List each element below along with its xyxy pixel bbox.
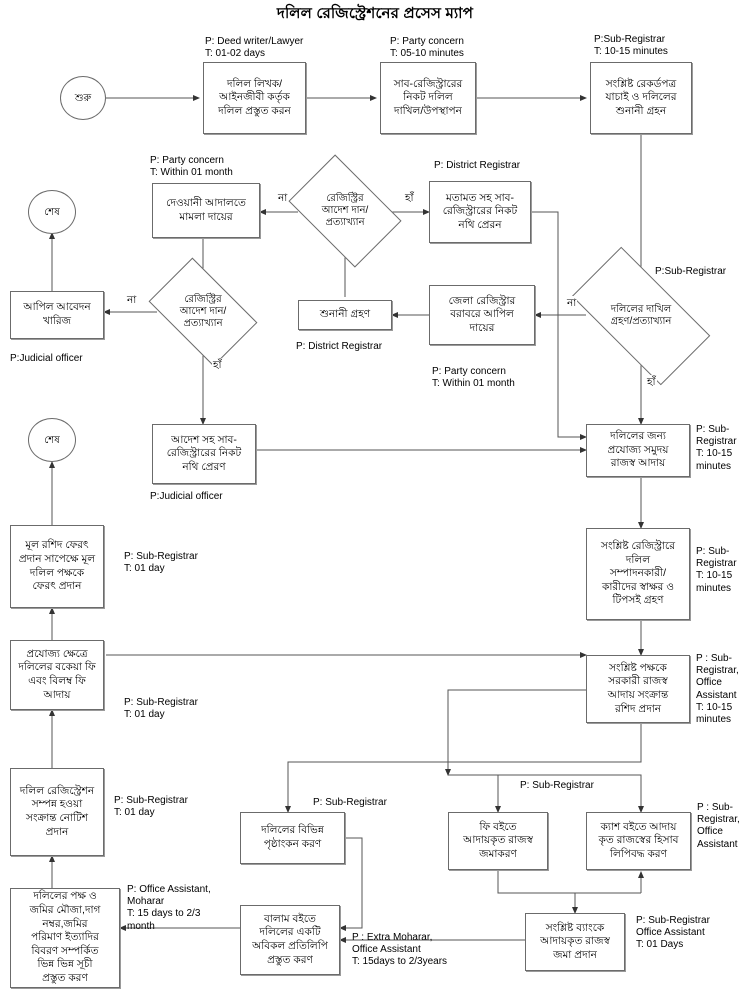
process-appeal-rejected[interactable]: আপিল আবেদন খারিজ — [10, 291, 104, 339]
decision-deed-submission-label: দলিলের দাখিল গ্রহণ/প্রত্যাখ্যান — [610, 303, 672, 327]
branch-label-reg2-yes: হাঁ — [212, 358, 223, 375]
process-collect-arrear-and-late-fee[interactable]: প্রযোজ্য ক্ষেত্রে দলিলের বকেয়া ফি এবং ব… — [10, 640, 104, 710]
note-file-case-civil-court: P: Party concern T: Within 01 month — [150, 155, 233, 179]
branch-label-reg2-no: না — [126, 293, 138, 310]
process-issue-revenue-receipt[interactable]: সংশ্লিষ্ট পক্ষকে সরকারী রাজস্ব আদায় সংক… — [586, 655, 690, 723]
note-record-verification-hearing: P:Sub-Registrar T: 10-15 minutes — [594, 34, 668, 58]
process-signature-thumbprint[interactable]: সংশ্লিষ্ট রেজিস্ট্রারে দলিল সম্পাদনকারী/… — [586, 528, 690, 620]
note-cash-book-entry: P : Sub- Registrar, Office Assistant — [697, 802, 740, 850]
process-prepare-indexes-label: দলিলের পক্ষ ও জমির মৌজা,দাগ নম্বর,জমির প… — [29, 890, 101, 985]
process-hearing-reception-label: শুনানী গ্রহণ — [319, 308, 371, 321]
process-bank-deposit-label: সংশ্লিষ্ট ব্যাংকে আদায়কৃত রাজস্ব জমা প্… — [540, 921, 610, 961]
process-hearing-reception[interactable]: শুনানী গ্রহণ — [298, 300, 392, 330]
note-appeal-to-district-registrar: P: Party concern T: Within 01 month — [432, 366, 515, 390]
note-fee-book-entry: P: Sub-Registrar — [520, 780, 594, 791]
page-title: দলিল রেজিস্ট্রেশনের প্রসেস ম্যাপ — [276, 5, 474, 22]
branch-label-submission-yes: হাঁ — [646, 375, 657, 392]
process-registration-complete-notice-label: দলিল রেজিস্ট্রেশন সম্পন্ন হওয়া সংক্রান্… — [19, 784, 95, 838]
process-return-original-deed-label: মূল রশিদ ফেরৎ প্রদান সাপেক্ষে মূল দলিল প… — [18, 539, 96, 593]
process-send-file-with-order[interactable]: আদেশ সহ সাব- রেজিস্ট্রারের নিকট নথি প্রে… — [152, 424, 256, 484]
decision-registry-order-2-label: রেজিস্ট্রির আদেশ দান/ প্রত্যাখ্যান — [179, 293, 227, 330]
process-cash-book-entry[interactable]: ক্যাশ বইতে আদায় কৃত রাজস্বের হিসাব লিপি… — [586, 812, 691, 870]
note-appeal-rejected: P:Judicial officer — [10, 353, 83, 364]
process-submit-to-subregistrar[interactable]: সাব-রেজিস্ট্রারের নিকট দলিল দাখিল/উপস্থা… — [380, 62, 476, 134]
process-record-verification-hearing[interactable]: সংশ্লিষ্ট রেকর্ডপত্র যাচাই ও দলিলের শুনা… — [590, 62, 692, 134]
note-deed-preparation: P: Deed writer/Lawyer T: 01-02 days — [205, 36, 304, 60]
note-collect-applicable-revenue: P: Sub- Registrar T: 10-15 minutes — [696, 424, 737, 472]
decision-registry-order-2[interactable]: রেজিস্ট্রির আদেশ দান/ প্রত্যাখ্যান — [148, 257, 258, 367]
branch-label-submission-no: না — [566, 296, 578, 313]
note-return-original-deed: P: Sub-Registrar T: 01 day — [124, 551, 198, 575]
process-issue-revenue-receipt-label: সংশ্লিষ্ট পক্ষকে সরকারী রাজস্ব আদায় সংক… — [607, 661, 669, 715]
process-fee-book-entry[interactable]: ফি বইতে আদায়কৃত রাজস্ব জমাকরণ — [448, 812, 548, 870]
process-submit-to-subregistrar-label: সাব-রেজিস্ট্রারের নিকট দলিল দাখিল/উপস্থা… — [393, 77, 463, 117]
branch-label-reg1-yes: হাঁ — [404, 191, 415, 208]
process-collect-applicable-revenue[interactable]: দলিলের জন্য প্রযোজ্য সমুদয় রাজস্ব আদায় — [586, 424, 690, 477]
terminator-end-top[interactable]: শেষ — [28, 190, 76, 234]
process-appeal-to-district-registrar[interactable]: জেলা রেজিস্ট্রার বরাবরে আপিল দায়ের — [429, 285, 535, 345]
terminator-start-label: শুরু — [74, 92, 92, 104]
terminator-end-middle[interactable]: শেষ — [28, 418, 76, 462]
decision-registry-order-1[interactable]: রেজিস্ট্রির আদেশ দান/ প্রত্যাখ্যান — [288, 154, 402, 268]
note-issue-revenue-receipt: P : Sub- Registrar, Office Assistant T: … — [696, 653, 739, 725]
process-deed-endorsements-label: দলিলের বিভিন্ন পৃষ্ঠাংকন করণ — [261, 824, 324, 850]
terminator-end-top-label: শেষ — [44, 206, 60, 218]
process-send-file-with-order-label: আদেশ সহ সাব- রেজিস্ট্রারের নিকট নথি প্রে… — [166, 433, 242, 473]
process-collect-arrear-and-late-fee-label: প্রযোজ্য ক্ষেত্রে দলিলের বকেয়া ফি এবং ব… — [18, 647, 96, 701]
terminator-end-middle-label: শেষ — [44, 434, 60, 446]
note-balam-book-copy: P : Extra Moharar, Office Assistant T: 1… — [352, 932, 448, 968]
note-hearing-reception: P: District Registrar — [296, 341, 383, 352]
note-bank-deposit: P: Sub-Registrar Office Assistant T: 01 … — [636, 915, 710, 951]
process-balam-book-copy[interactable]: বালাম বইতে দলিলের একটি অবিকল প্রতিলিপি প… — [240, 905, 340, 975]
terminator-start[interactable]: শুরু — [60, 76, 106, 120]
process-deed-preparation[interactable]: দলিল লিখক/ আইনজীবী কর্তৃক দলিল প্রস্তুত … — [203, 62, 306, 134]
process-prepare-indexes[interactable]: দলিলের পক্ষ ও জমির মৌজা,দাগ নম্বর,জমির প… — [10, 888, 120, 988]
note-collect-arrear-and-late-fee: P: Sub-Registrar T: 01 day — [124, 697, 198, 721]
note-registration-complete-notice: P: Sub-Registrar T: 01 day — [114, 795, 188, 819]
process-collect-applicable-revenue-label: দলিলের জন্য প্রযোজ্য সমুদয় রাজস্ব আদায় — [607, 430, 669, 470]
process-appeal-to-district-registrar-label: জেলা রেজিস্ট্রার বরাবরে আপিল দায়ের — [448, 294, 516, 334]
process-record-verification-hearing-label: সংশ্লিষ্ট রেকর্ডপত্র যাচাই ও দলিলের শুনা… — [605, 77, 677, 117]
process-registration-complete-notice[interactable]: দলিল রেজিস্ট্রেশন সম্পন্ন হওয়া সংক্রান্… — [10, 768, 104, 856]
process-appeal-rejected-label: আপিল আবেদন খারিজ — [23, 301, 91, 327]
process-balam-book-copy-label: বালাম বইতে দলিলের একটি অবিকল প্রতিলিপি প… — [252, 912, 328, 966]
process-send-file-with-opinion-label: মতামত সহ সাব- রেজিস্ট্রারের নিকট নথি প্র… — [442, 191, 518, 231]
process-deed-preparation-label: দলিল লিখক/ আইনজীবী কর্তৃক দলিল প্রস্তুত … — [218, 77, 291, 117]
decision-registry-order-1-label: রেজিস্ট্রির আদেশ দান/ প্রত্যাখ্যান — [321, 192, 369, 229]
note-signature-thumbprint: P: Sub- Registrar T: 10-15 minutes — [696, 546, 737, 594]
note-deed-endorsements: P: Sub-Registrar — [313, 797, 387, 808]
decision-deed-submission[interactable]: দলিলের দাখিল গ্রহণ/প্রত্যাখ্যান — [571, 246, 711, 386]
process-bank-deposit[interactable]: সংশ্লিষ্ট ব্যাংকে আদায়কৃত রাজস্ব জমা প্… — [525, 913, 625, 971]
process-send-file-with-opinion[interactable]: মতামত সহ সাব- রেজিস্ট্রারের নিকট নথি প্র… — [429, 181, 531, 243]
process-deed-endorsements[interactable]: দলিলের বিভিন্ন পৃষ্ঠাংকন করণ — [240, 812, 345, 864]
process-file-case-civil-court-label: দেওয়ানী আদালতে মামলা দায়ের — [166, 196, 246, 223]
process-cash-book-entry-label: ক্যাশ বইতে আদায় কৃত রাজস্বের হিসাব লিপি… — [598, 820, 679, 860]
process-signature-thumbprint-label: সংশ্লিষ্ট রেজিস্ট্রারে দলিল সম্পাদনকারী/… — [601, 539, 675, 607]
process-return-original-deed[interactable]: মূল রশিদ ফেরৎ প্রদান সাপেক্ষে মূল দলিল প… — [10, 525, 104, 608]
process-file-case-civil-court[interactable]: দেওয়ানী আদালতে মামলা দায়ের — [152, 183, 260, 238]
branch-label-reg1-no: না — [277, 191, 289, 208]
note-send-file-with-opinion: P: District Registrar — [434, 160, 521, 171]
note-submit-to-subregistrar: P: Party concern T: 05-10 minutes — [390, 36, 464, 60]
note-prepare-indexes: P: Office Assistant, Moharar T: 15 days … — [127, 884, 211, 932]
process-fee-book-entry-label: ফি বইতে আদায়কৃত রাজস্ব জমাকরণ — [463, 820, 533, 860]
note-decision-deed-submission: P:Sub-Registrar — [655, 266, 727, 277]
note-send-file-with-order: P:Judicial officer — [150, 491, 223, 502]
